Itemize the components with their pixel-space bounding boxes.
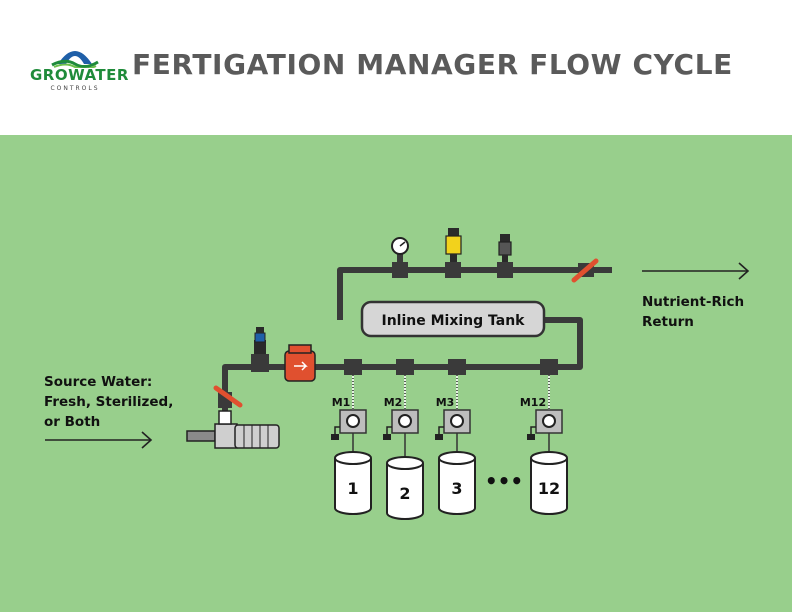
inline-mixing-tank: Inline Mixing Tank <box>360 300 546 338</box>
power-plug-icon <box>435 434 443 440</box>
more-modules-ellipsis: ••• <box>485 469 523 493</box>
nutrient-tank-body <box>386 463 424 520</box>
header: GROWATER CONTROLS FERTIGATION MANAGER FL… <box>0 0 792 135</box>
pressure-sensor-blue-icon <box>251 327 269 372</box>
flow-meter-icon <box>284 344 316 382</box>
tank-number: 3 <box>451 479 462 498</box>
doser-dial-icon <box>346 414 360 428</box>
diagram-area: Inline Mixing Tank Source Water: Fresh, … <box>0 135 792 612</box>
nutrient-tank-body <box>334 458 372 515</box>
module-3: M3 3 <box>435 375 476 515</box>
module-label: M12 <box>520 396 546 409</box>
brand-name: GROWATER <box>30 66 129 84</box>
supply-tees <box>344 359 558 375</box>
supply-pipe <box>222 317 583 435</box>
module-label: M1 <box>332 396 351 409</box>
dark-sensor-icon <box>497 234 513 278</box>
nutrient-tank-lid <box>386 456 424 470</box>
tank-number: 2 <box>399 484 410 503</box>
tank-number: 12 <box>538 479 560 498</box>
pressure-gauge-icon <box>391 237 409 278</box>
pump-icon <box>186 410 280 449</box>
power-plug-icon <box>527 434 535 440</box>
module-2: M2 2 <box>383 375 424 520</box>
return-label-line1: Nutrient-Rich <box>642 294 744 310</box>
power-cord <box>386 426 392 434</box>
dosing-modules: M1 1 M2 2 M3 3 M12 12 <box>331 375 568 520</box>
doser-dial-icon <box>542 414 556 428</box>
yellow-sensor-icon <box>445 228 462 278</box>
pipe-network <box>222 267 612 435</box>
return-pipe <box>337 267 612 320</box>
power-cord <box>530 426 536 434</box>
module-1: M1 1 <box>331 375 372 515</box>
source-arrow-icon <box>45 431 153 449</box>
module-4: M12 12 <box>520 375 568 515</box>
brand-subtitle: CONTROLS <box>50 85 100 92</box>
doser-dial-icon <box>398 414 412 428</box>
page-title: FERTIGATION MANAGER FLOW CYCLE <box>132 48 733 81</box>
nutrient-tank-body <box>438 458 476 515</box>
power-cord <box>334 426 340 434</box>
return-label-line2: Return <box>642 314 694 330</box>
power-plug-icon <box>331 434 339 440</box>
nutrient-tank-lid <box>334 451 372 465</box>
inlet-valve-icon <box>213 385 243 408</box>
power-plug-icon <box>383 434 391 440</box>
nutrient-tank-lid <box>530 451 568 465</box>
source-label-line2: Fresh, Sterilized, <box>44 394 173 410</box>
return-arrow-icon <box>642 262 750 280</box>
tank-number: 1 <box>347 479 358 498</box>
power-cord <box>438 426 444 434</box>
source-label-line3: or Both <box>44 414 100 430</box>
growater-logo: GROWATER CONTROLS <box>30 38 129 98</box>
flow-diagram: Inline Mixing Tank Source Water: Fresh, … <box>44 228 750 520</box>
nutrient-tank-lid <box>438 451 476 465</box>
nutrient-tank-body <box>530 458 568 515</box>
module-label: M3 <box>436 396 455 409</box>
doser-dial-icon <box>450 414 464 428</box>
module-label: M2 <box>384 396 403 409</box>
logo-emblem-icon <box>51 51 99 68</box>
source-label-line1: Source Water: <box>44 374 152 390</box>
return-valve-icon <box>571 258 599 283</box>
mixing-tank-label: Inline Mixing Tank <box>381 313 525 329</box>
